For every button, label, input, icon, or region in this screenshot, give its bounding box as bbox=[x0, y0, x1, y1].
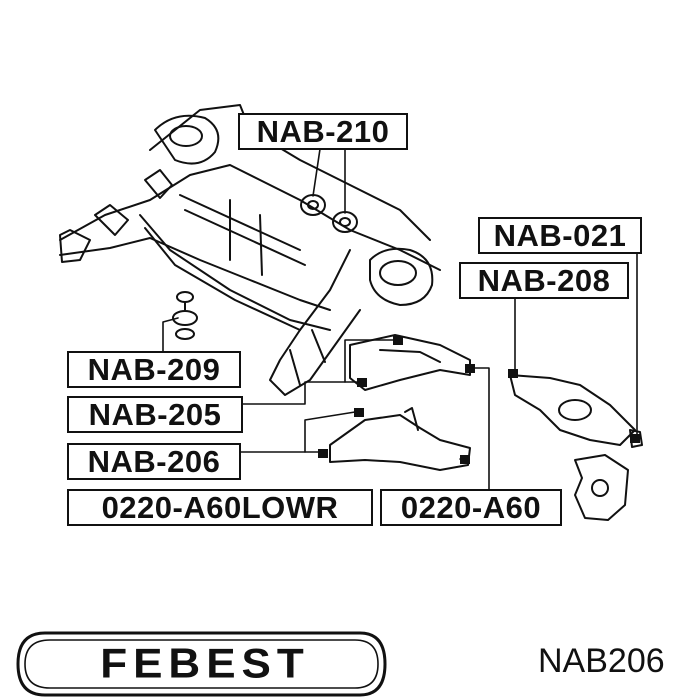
part-number: NAB206 bbox=[538, 642, 665, 680]
callout-0220-a60: 0220-A60 bbox=[380, 489, 562, 526]
leader-lines bbox=[162, 148, 638, 490]
knuckle-assembly bbox=[509, 374, 643, 521]
callout-nab-021: NAB-021 bbox=[478, 217, 642, 254]
lower-control-arm bbox=[329, 407, 471, 471]
callout-0220-a60lowr: 0220-A60LOWR bbox=[67, 489, 373, 526]
upper-control-arm bbox=[349, 334, 471, 391]
mount-stack bbox=[172, 291, 198, 340]
callout-nab-206: NAB-206 bbox=[67, 443, 241, 480]
subframe-outline bbox=[59, 104, 441, 331]
right-mount-tower bbox=[269, 247, 434, 396]
febest-logo bbox=[16, 631, 387, 697]
callout-nab-209: NAB-209 bbox=[67, 351, 241, 388]
callout-nab-210: NAB-210 bbox=[238, 113, 408, 150]
brand-wordmark: FEBEST bbox=[100, 640, 310, 687]
callout-nab-205: NAB-205 bbox=[67, 396, 243, 433]
callout-nab-208: NAB-208 bbox=[459, 262, 629, 299]
bushing-markers bbox=[318, 336, 640, 464]
bushing-pair bbox=[300, 194, 358, 233]
